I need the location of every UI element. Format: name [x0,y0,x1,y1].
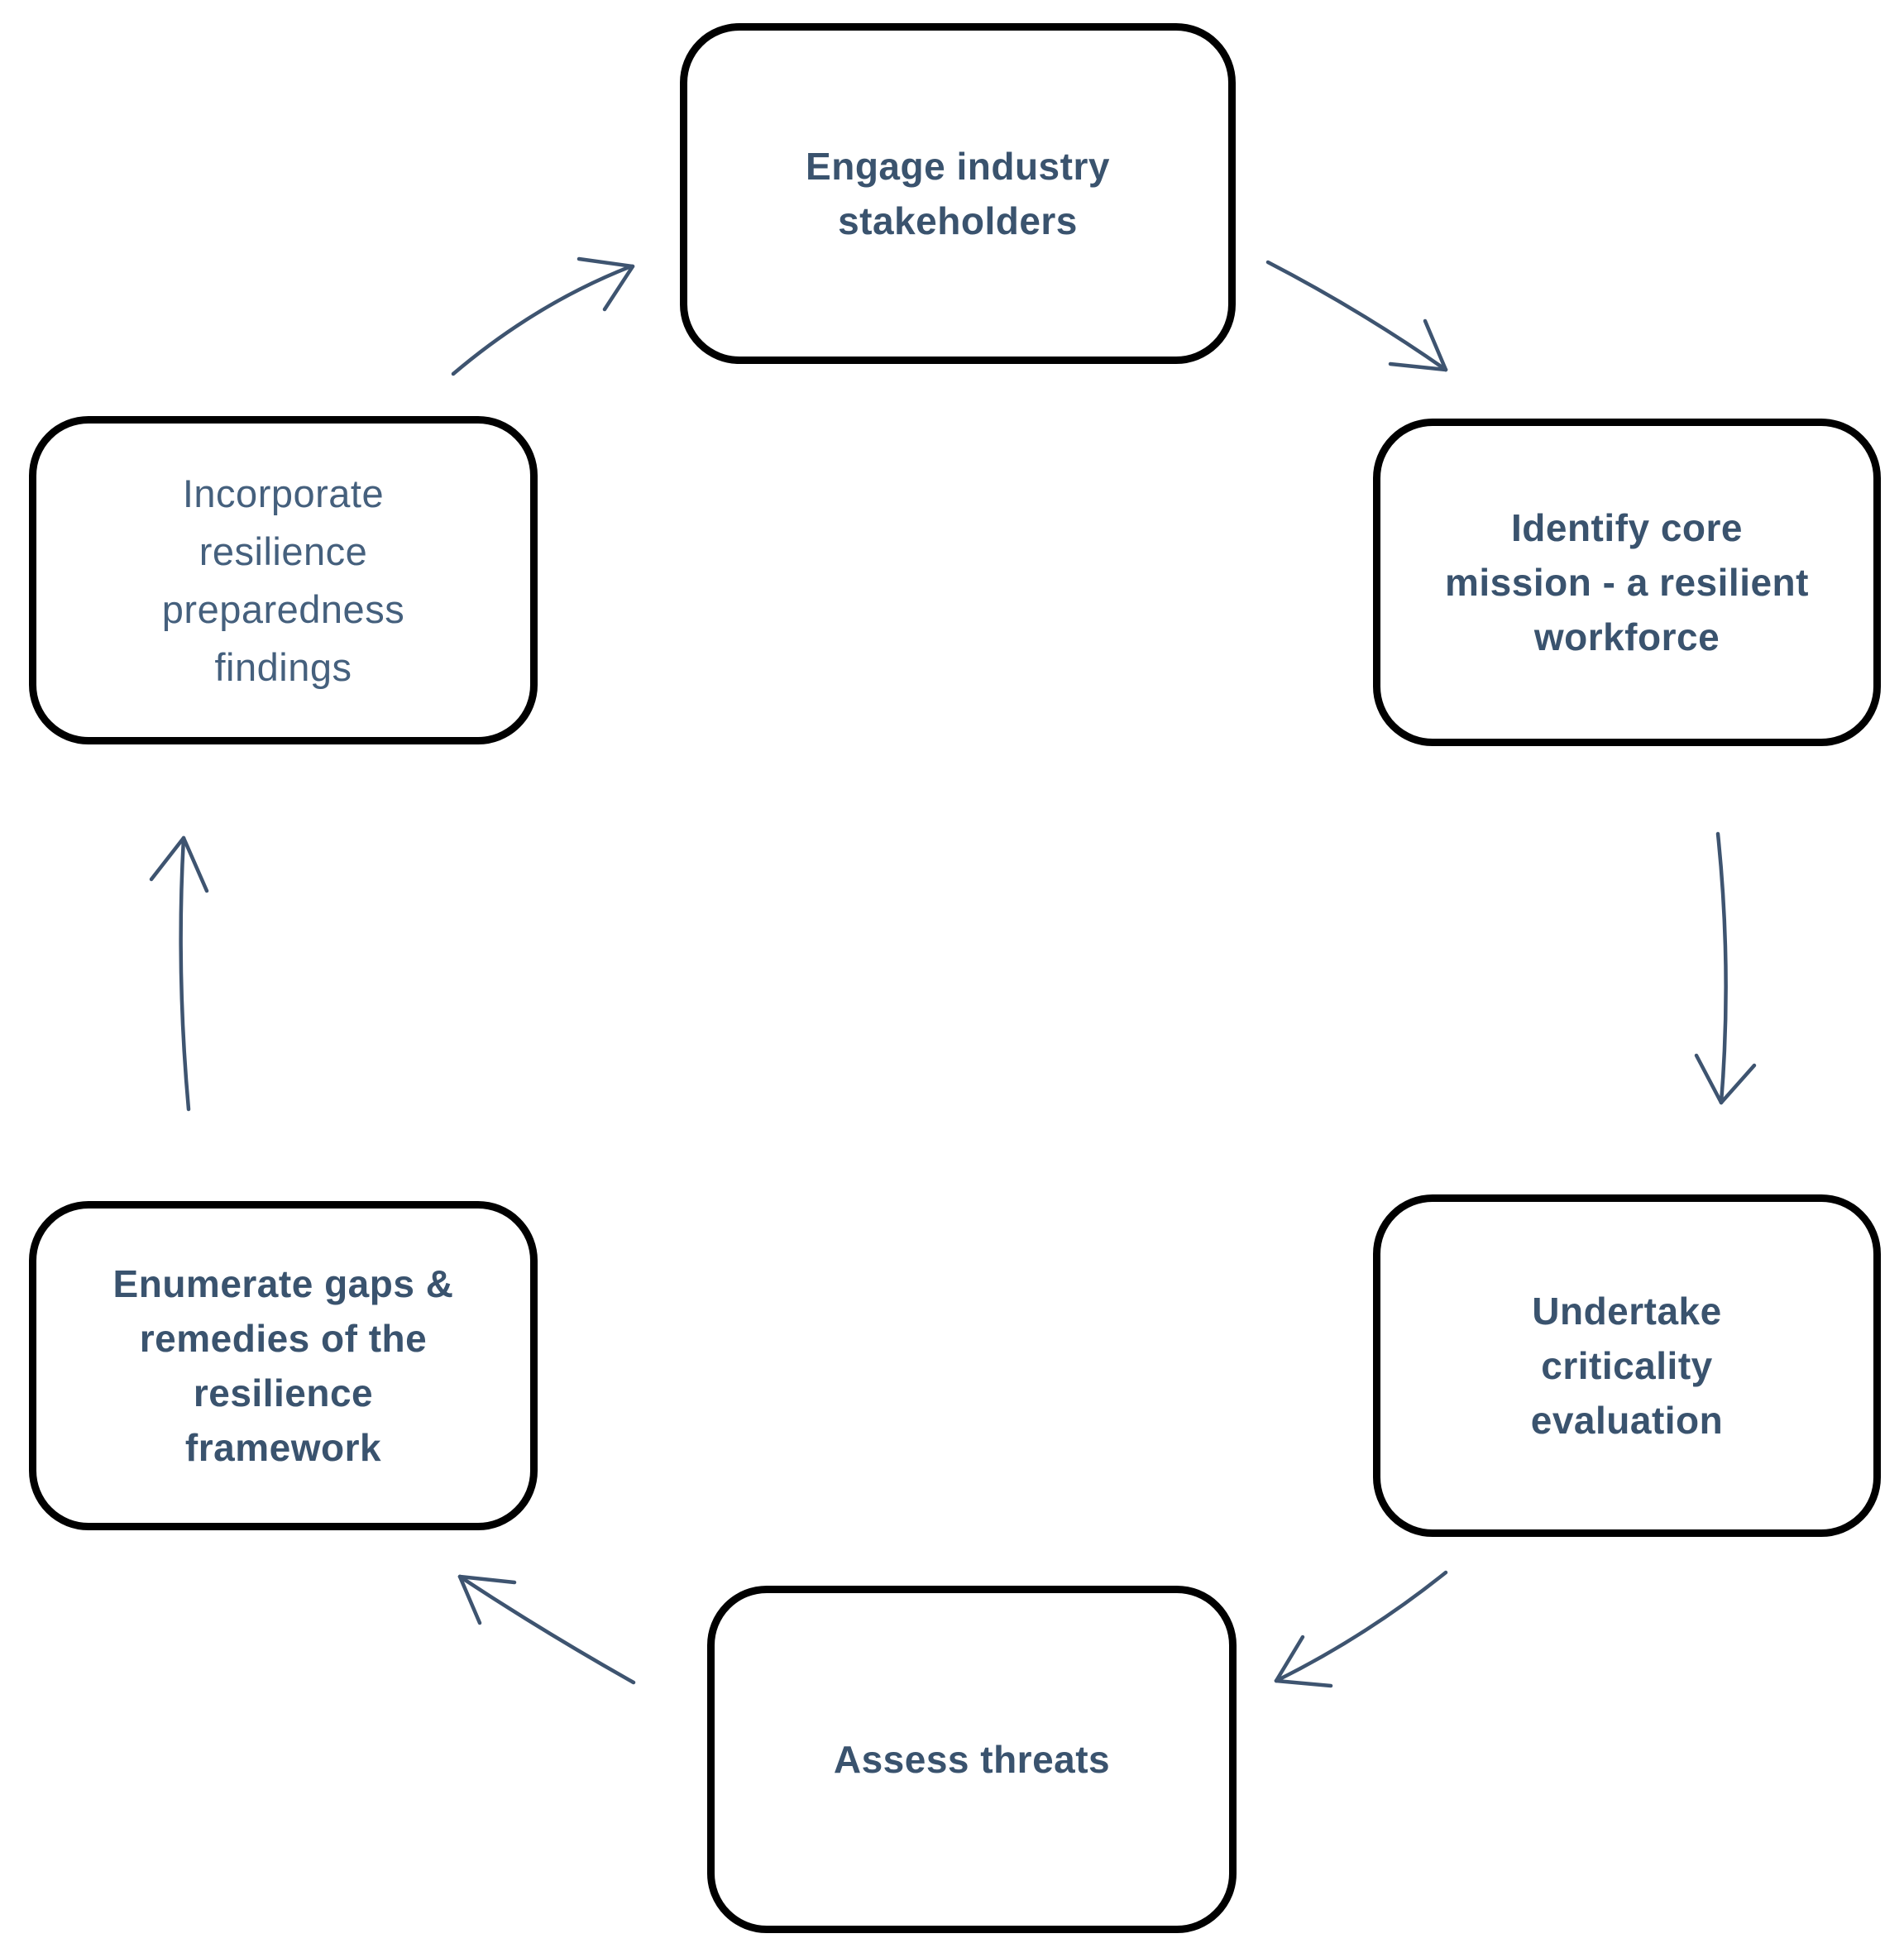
node-enumerate-gaps-remedies: Enumerate gaps & remedies of the resilie… [29,1201,538,1530]
node-identify-core-mission: Identify core mission - a resilient work… [1373,419,1881,746]
arrow-assess-to-enumerate [457,1574,636,1685]
node-label-assess: Assess threats [833,1738,1111,1781]
node-label-incorporate: Incorporate resilience preparedness find… [161,471,405,689]
arrow-undertake-to-assess [1274,1570,1448,1688]
node-undertake-criticality-evaluation: Undertake criticality evaluation [1373,1194,1881,1537]
arrow-incorporate-to-engage [451,256,635,376]
node-label-engage: Engage industry stakeholders [806,145,1110,242]
arrow-identify-to-undertake [1694,831,1757,1105]
node-label-identify: Identify core mission - a resilient work… [1445,506,1809,658]
node-incorporate-resilience-findings: Incorporate resilience preparedness find… [29,416,538,744]
arrow-engage-to-identify [1265,260,1448,372]
node-engage-industry-stakeholders: Engage industry stakeholders [680,23,1236,364]
node-assess-threats: Assess threats [707,1586,1237,1933]
node-label-enumerate: Enumerate gaps & remedies of the resilie… [112,1262,454,1469]
node-label-undertake: Undertake criticality evaluation [1530,1290,1724,1442]
arrow-enumerate-to-incorporate [149,835,209,1112]
